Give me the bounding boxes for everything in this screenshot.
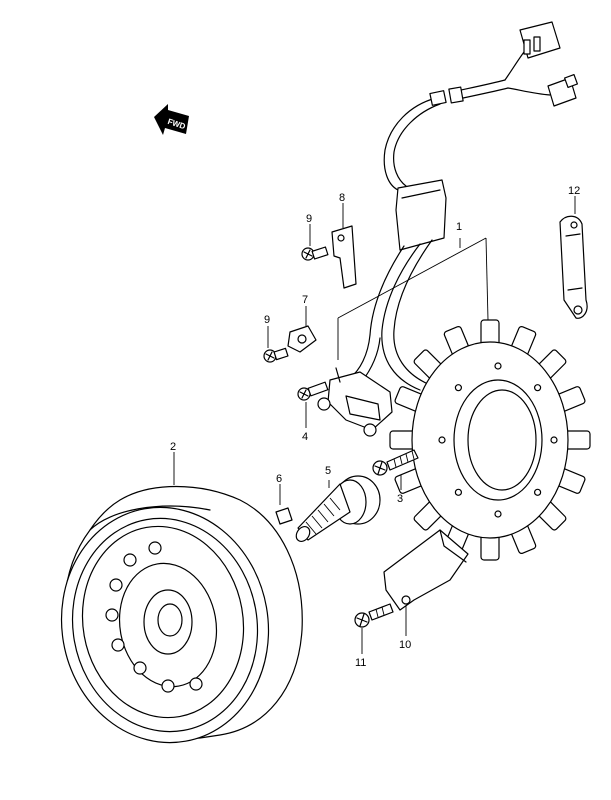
callout-5: 5 [325,465,331,477]
bolt-3 [372,449,419,476]
callout-10: 10 [399,639,411,651]
clamp-strap [559,215,588,319]
retainer-plate [331,225,357,289]
clip-nut [287,325,317,353]
callout-8: 8 [339,192,345,204]
callout-7: 7 [302,294,308,306]
callout-9-lower: 9 [264,314,270,326]
callout-3: 3 [397,493,403,505]
screw-4 [297,381,329,401]
callout-6: 6 [276,473,282,485]
screw-9-upper [301,246,329,261]
callout-leaders [173,196,576,654]
fwd-arrow-icon: FWD [154,104,189,135]
pickup-coil [317,367,393,437]
callout-4: 4 [302,431,308,443]
callout-11: 11 [355,657,366,669]
flange-bolt-5 [295,475,381,543]
bolt-11 [354,603,394,628]
callout-12: 12 [568,185,580,197]
callout-labels: 1 2 3 4 5 6 7 8 9 9 10 11 12 [170,185,580,669]
callout-1: 1 [456,221,462,233]
callout-9-upper: 9 [306,213,312,225]
stator-coil [389,319,591,561]
cover-bracket [383,529,469,611]
callout-2: 2 [170,441,176,453]
wiring-harness [349,21,579,391]
screw-9-lower [263,347,289,363]
callout-1-leader [337,237,489,360]
woodruff-key [275,507,293,525]
flywheel-rotor [60,485,303,744]
